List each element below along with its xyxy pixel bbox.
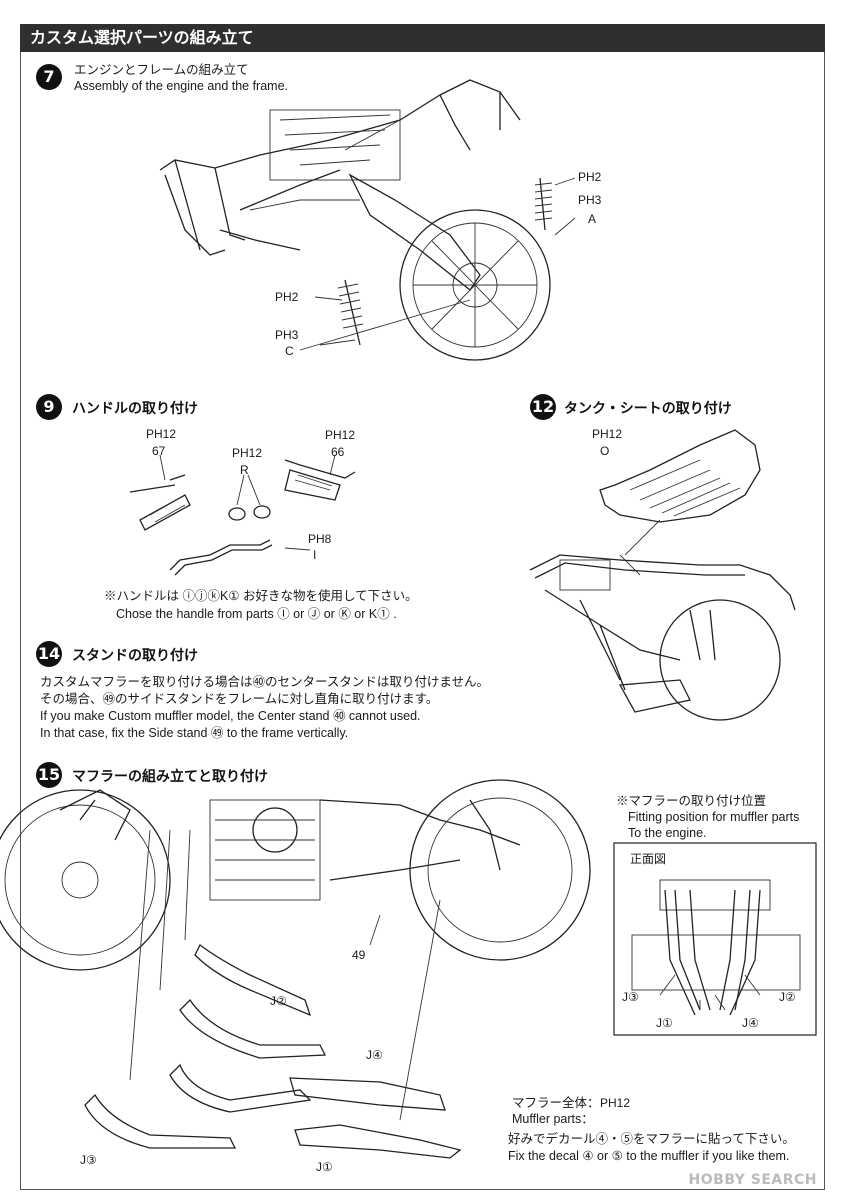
decal-note-en: Fix the decal ④ or ⑤ to the muffler if y… [508,1149,790,1163]
step-14-title: スタンドの取り付け [72,648,198,664]
label-part-49: 49 [352,948,366,962]
inset-label-front-view: 正面図 [630,852,667,866]
label-J4: J④ [366,1048,383,1062]
step-7-title-en: Assembly of the engine and the frame. [74,79,289,93]
step-9-note-jp: ※ハンドルは ⓘⓙⓚK① お好きな物を使用して下さい。 [104,589,418,603]
label-part-66: 66 [331,445,345,459]
inset-label-J1: J① [656,1016,673,1030]
step-15-number: 15 [36,762,62,788]
step-9-title: ハンドルの取り付け [72,401,198,417]
inset-title-en-2: To the engine. [628,826,707,840]
step-14-line-4: In that case, fix the Side stand ㊾ to th… [40,726,349,740]
inset-label-J2: J② [779,990,796,1004]
frame-engine-illustration [159,79,576,361]
label-part-C: C [285,344,294,358]
seat-and-frame-illustration [529,429,796,721]
label-ph12-c: PH12 [325,428,356,442]
handlebar-illustration [129,454,356,576]
step-7-number: 7 [36,64,62,90]
step-15-title: マフラーの組み立てと取り付け [72,769,268,785]
label-ph8: PH8 [308,532,332,546]
step-9-note-en: Chose the handle from parts Ⓘ or Ⓙ or Ⓚ … [116,607,397,621]
step-12-number: 12 [530,394,556,420]
inset-label-J4: J④ [742,1016,759,1030]
label-ph3-right: PH3 [578,193,602,207]
inset-title-en-1: Fitting position for muffler parts [628,810,800,824]
muffler-position-inset [613,842,817,1036]
step-14-line-3: If you make Custom muffler model, the Ce… [40,709,421,723]
step-14-number: 14 [36,641,62,667]
step-14-line-2: その場合、㊾のサイドスタンドをフレームに対し直角に取り付けます。 [40,692,439,706]
exhaust-illustration [0,779,591,1159]
decal-note-jp: 好みでデカール④・⑤をマフラーに貼って下さい。 [508,1132,795,1146]
hobby-search-watermark: HOBBY SEARCH [688,1172,817,1188]
muffler-parts-jp: マフラー全体： [512,1096,600,1110]
label-J1: J① [316,1160,333,1174]
inset-title-jp: ※マフラーの取り付け位置 [616,794,767,808]
label-J2: J② [270,994,287,1008]
muffler-parts-ph12: PH12 [600,1096,631,1110]
label-ph2-left: PH2 [275,290,299,304]
label-ph12-a: PH12 [146,427,177,441]
muffler-parts-en: Muffler parts： [512,1112,594,1126]
label-part-R: R [240,463,249,477]
label-part-A: A [588,212,597,226]
page-title: カスタム選択パーツの組み立て [20,24,825,52]
label-part-O: O [600,444,610,458]
step-12-title: タンク・シートの取り付け [564,401,732,417]
label-part-I: I [313,548,317,562]
label-ph12: PH12 [592,427,623,441]
label-ph3-left: PH3 [275,328,299,342]
label-ph2-right: PH2 [578,170,602,184]
label-part-67: 67 [152,444,166,458]
step-14-line-1: カスタムマフラーを取り付ける場合は㊵のセンタースタンドは取り付けません。 [40,675,490,689]
step-7-title-jp: エンジンとフレームの組み立て [74,63,249,77]
label-J3: J③ [80,1153,97,1167]
label-ph12-b: PH12 [232,446,263,460]
step-9-number: 9 [36,394,62,420]
inset-label-J3: J③ [622,990,639,1004]
